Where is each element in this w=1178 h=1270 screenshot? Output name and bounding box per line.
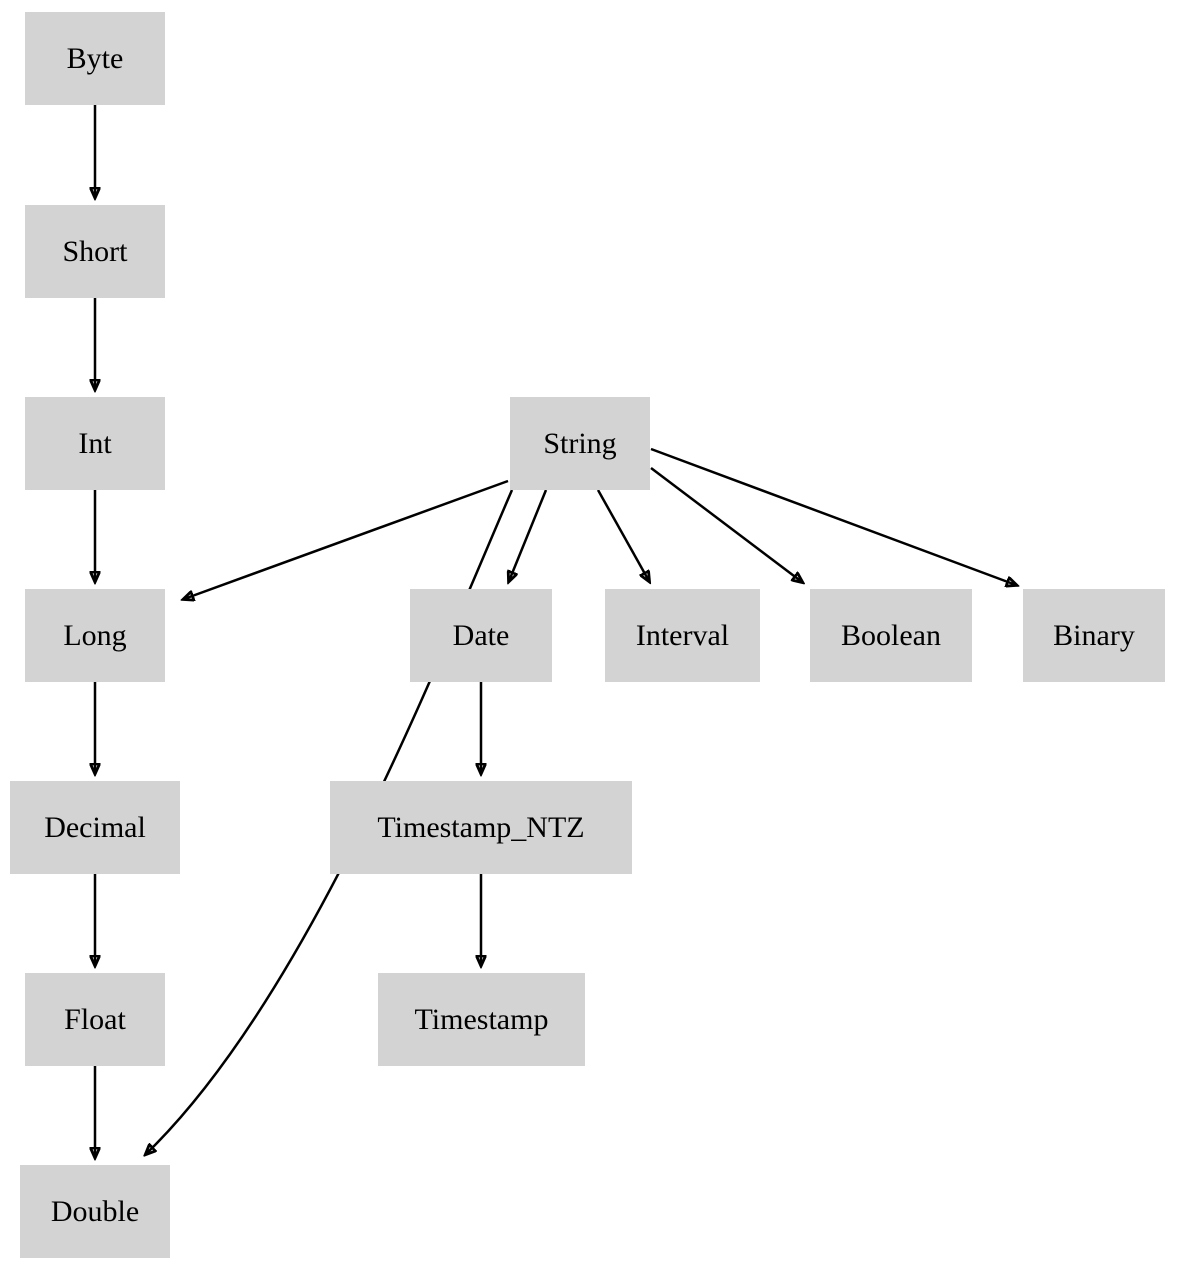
node-double: Double [20, 1165, 170, 1258]
node-date: Date [410, 589, 552, 682]
node-timestamp: Timestamp [378, 973, 585, 1066]
node-float: Float [25, 973, 165, 1066]
node-string: String [510, 397, 650, 490]
edge-string-date [509, 489, 548, 581]
node-boolean: Boolean [810, 589, 972, 682]
node-interval: Interval [605, 589, 760, 682]
edge-string-interval [596, 489, 649, 581]
edge-string-binary [650, 447, 1016, 585]
node-timestamp-ntz: Timestamp_NTZ [330, 781, 632, 874]
node-binary: Binary [1023, 589, 1165, 682]
node-int: Int [25, 397, 165, 490]
node-byte: Byte [25, 12, 165, 105]
node-decimal: Decimal [10, 781, 180, 874]
edge-string-long [184, 479, 509, 599]
node-short: Short [25, 205, 165, 298]
edge-string-boolean [650, 467, 802, 582]
node-long: Long [25, 589, 165, 682]
